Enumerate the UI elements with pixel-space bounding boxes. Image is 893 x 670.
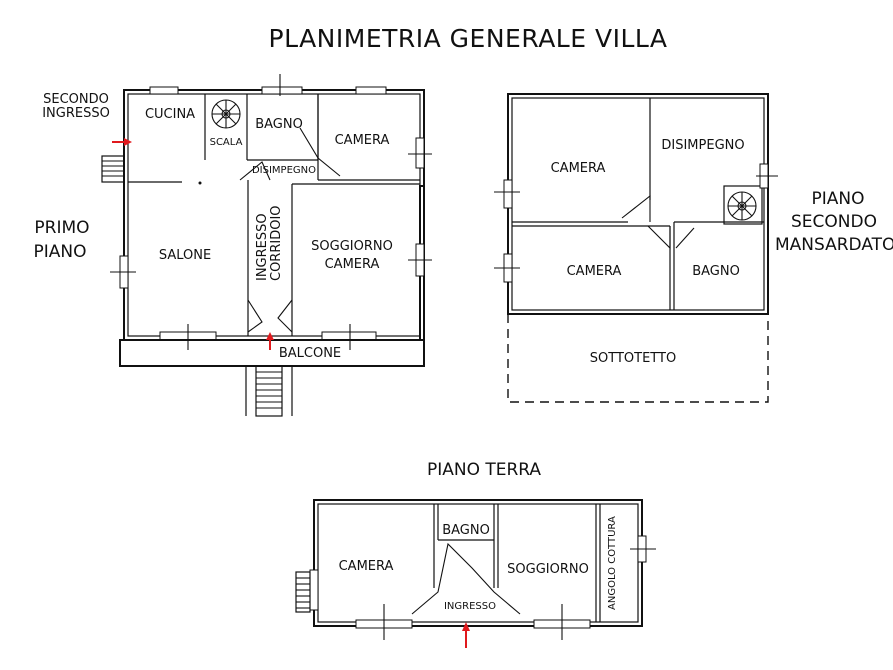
floor-label-primo-line1: PRIMO (34, 218, 89, 238)
label-disimpegno-primo: DISIMPEGNO (252, 165, 316, 176)
label-bagno-terra: BAGNO (442, 523, 490, 538)
label-ingresso-vertical: INGRESSO (255, 213, 270, 281)
label-bagno-secondo: BAGNO (692, 264, 740, 279)
label-cucina: CUCINA (145, 107, 195, 122)
balcone-outline (119, 339, 425, 367)
label-corridoio-vertical: CORRIDOIO (269, 205, 284, 281)
floor-label-secondo-line3: MANSARDATO (775, 235, 893, 255)
label-soggiorno-camera-primo: CAMERA (325, 257, 380, 272)
label-disimpegno-secondo: DISIMPEGNO (661, 138, 744, 153)
secondo-outer-wall (507, 93, 769, 315)
label-ingresso-terra: INGRESSO (444, 601, 496, 612)
label-sottotetto: SOTTOTETTO (590, 351, 676, 366)
floor-label-secondo-line1: PIANO (812, 189, 865, 209)
label-secondo-ingresso-line2: INGRESSO (42, 106, 110, 121)
page-title: PLANIMETRIA GENERALE VILLA (269, 24, 668, 53)
label-scala: SCALA (210, 137, 243, 148)
floor-label-primo-line2: PIANO (34, 242, 87, 262)
label-soggiorno-terra: SOGGIORNO (507, 562, 589, 577)
primo-piano-plan: SECONDO INGRESSO CUCINA SCALA BAGNO CAME… (42, 74, 432, 417)
label-secondo-ingresso-line1: SECONDO (43, 92, 109, 107)
piano-terra-plan: CAMERA BAGNO SOGGIORNO ANGOLO COTTURA IN… (295, 499, 656, 648)
terra-outer-wall (313, 499, 643, 627)
sottotetto-outline (507, 314, 769, 403)
label-camera-terra: CAMERA (339, 559, 394, 574)
label-soggiorno-primo: SOGGIORNO (311, 239, 393, 254)
piano-secondo-plan: CAMERA DISIMPEGNO CAMERA BAGNO SOTTOTETT… (494, 93, 778, 403)
label-salone: SALONE (159, 248, 211, 263)
label-bagno-primo: BAGNO (255, 117, 303, 132)
floor-label-terra: PIANO TERRA (427, 460, 541, 480)
floor-label-secondo-line2: SECONDO (791, 212, 877, 232)
label-balcone: BALCONE (279, 346, 341, 361)
label-angolo-cottura: ANGOLO COTTURA (607, 516, 618, 610)
label-camera-secondo-top: CAMERA (551, 161, 606, 176)
label-camera-primo: CAMERA (335, 133, 390, 148)
label-camera-secondo-bottom: CAMERA (567, 264, 622, 279)
